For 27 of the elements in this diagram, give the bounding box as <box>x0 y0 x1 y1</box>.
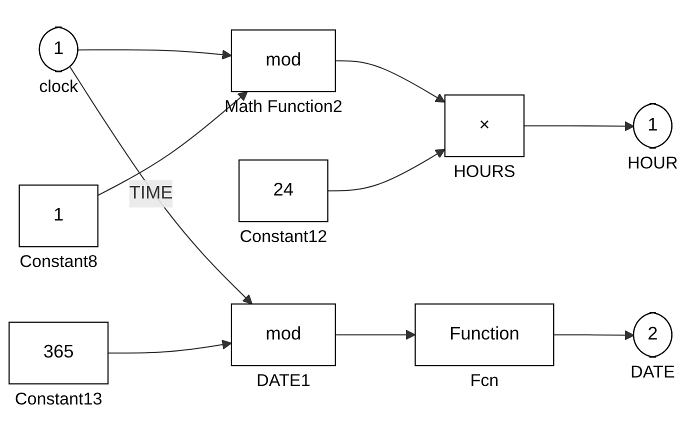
node-box: Function <box>414 304 554 367</box>
block-name: Math Function2 <box>224 98 342 116</box>
arrow <box>70 67 253 305</box>
block-name: HOUR <box>628 154 678 173</box>
node-box: × <box>444 94 525 158</box>
edge-label: TIME <box>129 184 173 204</box>
arrow <box>78 50 232 60</box>
arrow <box>108 340 232 354</box>
node-box: mod <box>230 30 336 93</box>
arrow <box>335 330 416 340</box>
node-box: 365 <box>8 322 109 385</box>
node-box: mod <box>230 304 336 367</box>
block-name: Constant12 <box>240 228 328 247</box>
block-name: Fcn <box>470 372 499 391</box>
arrow <box>524 122 635 132</box>
block-name: Constant8 <box>20 252 98 272</box>
block-name: DATE <box>630 362 675 382</box>
node-box: 1 <box>18 184 98 248</box>
block-name: clock <box>39 78 78 97</box>
arrow <box>98 92 248 196</box>
block-name: DATE1 <box>256 372 310 391</box>
node-box: 24 <box>238 160 328 223</box>
block-name: HOURS <box>454 162 516 182</box>
arrow <box>554 330 635 341</box>
block-name: Constant13 <box>14 390 102 409</box>
arrow <box>335 60 446 104</box>
arrow <box>328 149 446 192</box>
